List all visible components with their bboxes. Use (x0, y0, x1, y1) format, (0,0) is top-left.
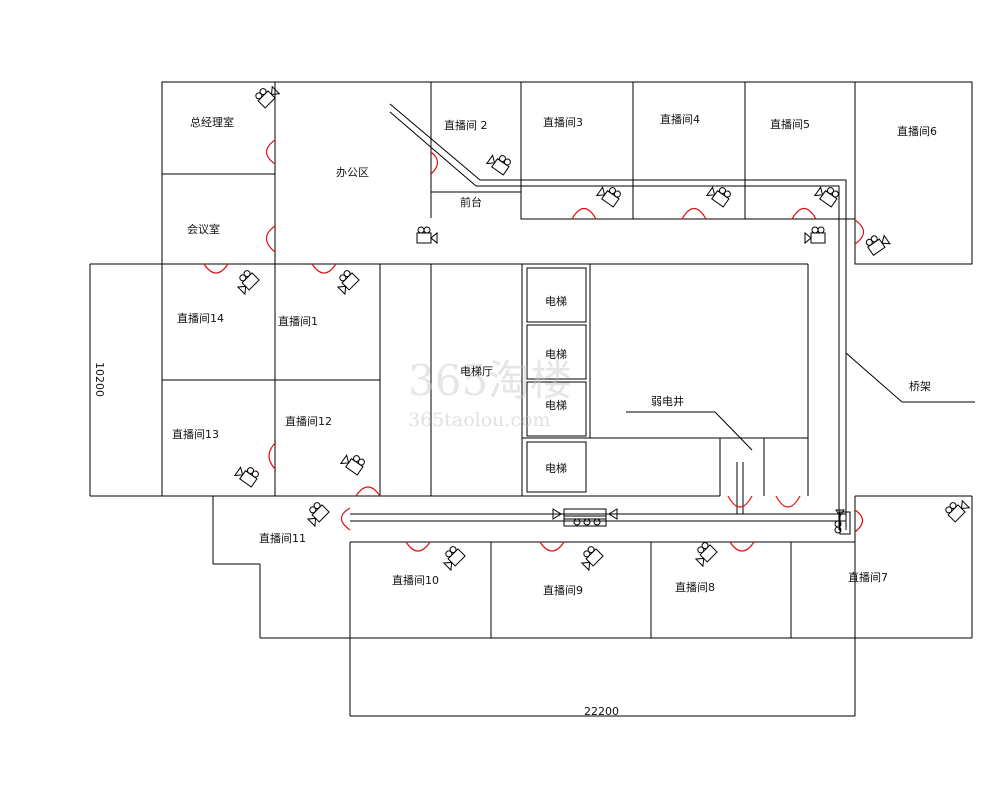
label-office-area: 办公区 (336, 166, 369, 179)
watermark-logo: 365淘楼 (408, 356, 572, 405)
label-weak-current-shaft: 弱电井 (651, 394, 684, 408)
camera-icon (945, 499, 971, 523)
label-studio-12: 直播间12 (285, 414, 332, 428)
camera-icon (306, 502, 330, 528)
label-studio-7: 直播间7 (848, 570, 888, 584)
cable-tray (350, 103, 975, 535)
label-elevator: 电梯 (545, 348, 567, 361)
label-studio-6: 直播间6 (897, 124, 937, 138)
walls (89, 81, 973, 717)
label-gm-office: 总经理室 (190, 115, 234, 129)
camera-icon (813, 186, 839, 208)
label-studio-2: 直播间 2 (444, 118, 488, 132)
camera-icon (705, 186, 731, 208)
label-elevator: 电梯 (545, 462, 567, 475)
label-studio-13: 直播间13 (172, 427, 219, 441)
camera-icon (834, 509, 845, 534)
camera-icon (580, 546, 604, 572)
label-studio-5: 直播间5 (770, 117, 810, 131)
label-studio-4: 直播间4 (660, 112, 700, 126)
label-studio-10: 直播间10 (392, 573, 439, 587)
camera-icon (339, 454, 365, 476)
camera-icon (865, 234, 891, 256)
camera-icon (255, 85, 281, 109)
label-elevator: 电梯 (545, 399, 567, 412)
label-studio-11: 直播间11 (259, 531, 306, 545)
camera-icon (336, 270, 360, 296)
dimension-width: 22200 (584, 705, 619, 718)
label-studio-8: 直播间8 (675, 580, 715, 594)
label-cable-tray: 桥架 (909, 380, 931, 393)
camera-icon (442, 546, 466, 572)
label-studio-1: 直播间1 (278, 314, 318, 328)
camera-icon (694, 542, 718, 568)
label-studio-3: 直播间3 (543, 115, 583, 129)
label-elevator: 电梯 (545, 295, 567, 308)
watermark-site: 365taolou.com (408, 409, 551, 431)
label-reception: 前台 (460, 195, 482, 209)
doors (203, 139, 865, 552)
camera-icon (236, 270, 260, 296)
camera-icon (416, 226, 438, 245)
camera-icon (552, 508, 618, 526)
label-studio-14: 直播间14 (177, 311, 224, 325)
camera-icon (595, 186, 621, 208)
label-elevator-hall: 电梯厅 (460, 365, 493, 378)
label-meeting-room: 会议室 (187, 222, 220, 236)
camera-icon (804, 226, 826, 245)
camera-icon (485, 154, 511, 176)
label-studio-9: 直播间9 (543, 583, 583, 597)
camera-icon (233, 466, 259, 488)
cameras (233, 85, 971, 572)
dimension-height: 10200 (93, 362, 106, 397)
